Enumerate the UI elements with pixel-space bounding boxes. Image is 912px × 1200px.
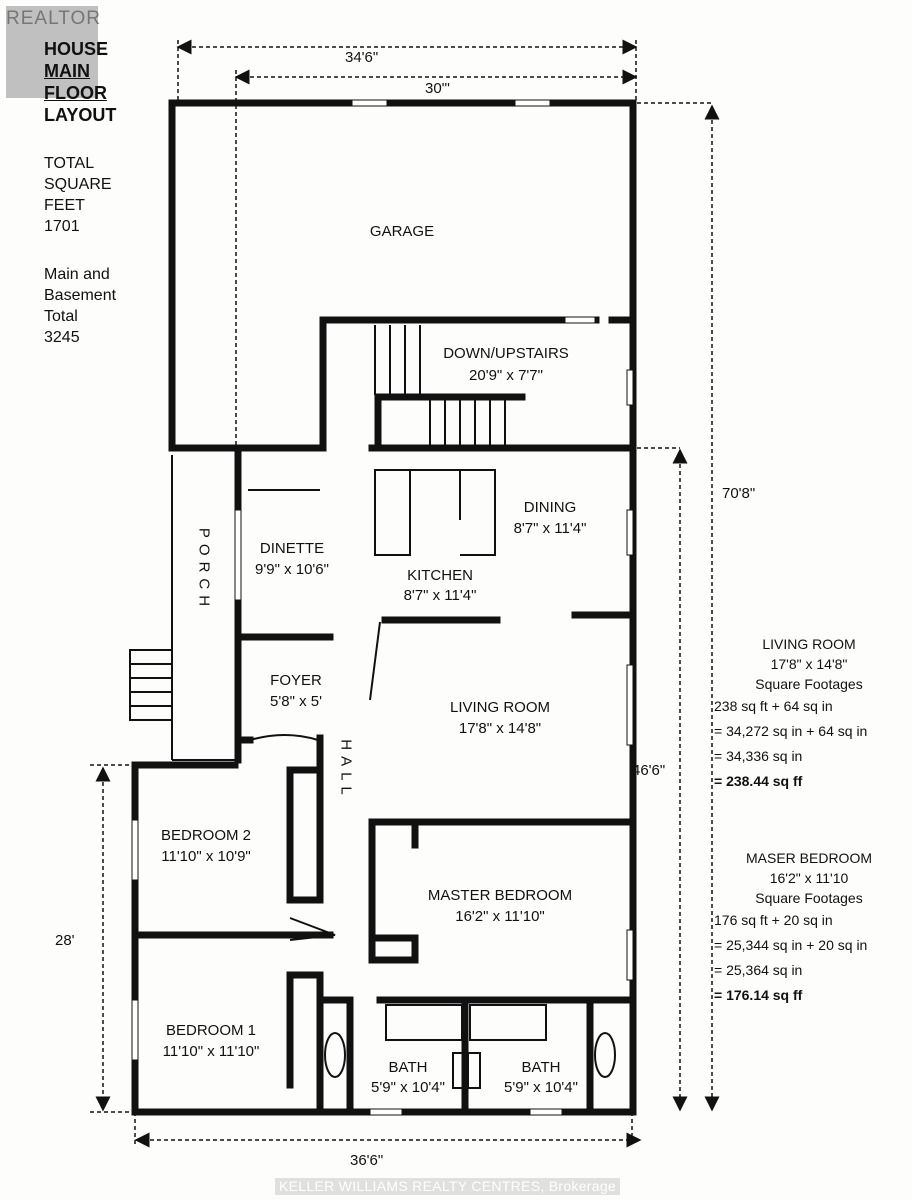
porch-steps: [129, 649, 173, 721]
realtor-logo-text: REALTOR: [6, 8, 101, 29]
room-bedroom-1: BEDROOM 1: [166, 1022, 256, 1039]
room-stairs: DOWN/UPSTAIRS: [443, 345, 569, 362]
room-bedroom-2: BEDROOM 2: [161, 827, 251, 844]
realtor-logo: [6, 6, 98, 98]
dimension-top-outer: 34'6": [345, 49, 378, 66]
room-bath-2-size: 5'9" x 10'4": [504, 1079, 578, 1096]
calc-size: 17'8" x 14'8": [770, 656, 848, 672]
plan-title: HOUSE MAIN FLOOR LAYOUT: [44, 38, 116, 126]
living-room-calculation: LIVING ROOM 17'8" x 14'8" Square Footage…: [714, 634, 904, 794]
calc-line: = 34,272 sq in + 64 sq in: [714, 723, 868, 739]
dimension-labels: 34'6" 30'" 70'8" 46'6" 28' 36'6": [55, 49, 755, 1169]
calc-result: = 176.14 sq ff: [714, 987, 803, 1003]
room-living-size: 17'8" x 14'8": [459, 720, 541, 737]
total-line: FEET: [44, 197, 85, 214]
room-porch: PORCH: [196, 528, 213, 612]
windows: [131, 99, 634, 1116]
room-dining-size: 8'7" x 11'4": [514, 520, 587, 537]
combined-line: Main and: [44, 266, 110, 283]
calc-size: 16'2" x 11'10: [769, 870, 849, 886]
room-labels: GARAGE DOWN/UPSTAIRS 20'9" x 7'7" DINING…: [161, 223, 586, 1096]
room-master-bedroom: MASTER BEDROOM: [428, 887, 572, 904]
title-line: FLOOR: [44, 83, 107, 103]
calc-line: = 34,336 sq in: [714, 748, 803, 764]
calc-label: Square Footages: [755, 676, 863, 692]
dimension-bottom: 36'6": [350, 1152, 383, 1169]
calc-heading: MASER BEDROOM: [745, 850, 872, 866]
room-stairs-size: 20'9" x 7'7": [469, 367, 543, 384]
room-kitchen-size: 8'7" x 11'4": [404, 587, 477, 604]
total-line: 1701: [44, 218, 80, 235]
room-living: LIVING ROOM: [450, 699, 550, 716]
combined-line: Basement: [44, 287, 117, 304]
dimension-top-inner: 30'": [425, 80, 450, 97]
total-line: SQUARE: [44, 176, 112, 193]
room-bedroom-1-size: 11'10" x 11'10": [163, 1043, 260, 1060]
calc-label: Square Footages: [755, 890, 863, 906]
room-kitchen: KITCHEN: [407, 567, 473, 584]
title-line: LAYOUT: [44, 105, 117, 125]
room-master-bedroom-size: 16'2" x 11'10": [455, 908, 545, 925]
combined-line: 3245: [44, 329, 80, 346]
room-dining: DINING: [524, 499, 577, 516]
total-square-feet: TOTAL SQUARE FEET 1701: [44, 153, 112, 237]
room-garage: GARAGE: [370, 223, 434, 240]
room-hall: HALL: [338, 739, 355, 801]
room-foyer: FOYER: [270, 672, 322, 689]
calc-line: 176 sq ft + 20 sq in: [714, 912, 833, 928]
calc-line: = 25,344 sq in + 20 sq in: [714, 937, 868, 953]
room-dinette: DINETTE: [260, 540, 324, 557]
dimension-right-total: 70'8": [722, 485, 755, 502]
dimension-right-house: 46'6": [632, 762, 665, 779]
main-basement-total: Main and Basement Total 3245: [44, 264, 116, 348]
room-bath-1: BATH: [389, 1059, 428, 1076]
calc-line: = 25,364 sq in: [714, 962, 803, 978]
room-dinette-size: 9'9" x 10'6": [255, 561, 329, 578]
fixtures: [129, 325, 616, 1089]
total-line: TOTAL: [44, 155, 95, 172]
dimension-left-bedrooms: 28': [55, 932, 75, 949]
dimension-lines: [90, 39, 720, 1148]
title-line: HOUSE: [44, 39, 109, 59]
calc-result: = 238.44 sq ff: [714, 773, 803, 789]
calc-line: 238 sq ft + 64 sq in: [714, 698, 833, 714]
master-bedroom-calculation: MASER BEDROOM 16'2" x 11'10 Square Foota…: [714, 848, 904, 1008]
room-bath-1-size: 5'9" x 10'4": [371, 1079, 445, 1096]
calc-heading: LIVING ROOM: [762, 636, 856, 652]
room-foyer-size: 5'8" x 5': [270, 693, 322, 710]
title-line: MAIN: [44, 61, 90, 81]
room-bedroom-2-size: 11'10" x 10'9": [161, 848, 251, 865]
combined-line: Total: [44, 308, 78, 325]
brokerage-watermark: KELLER WILLIAMS REALTY CENTRES, Brokerag…: [275, 1178, 621, 1195]
room-bath-2: BATH: [522, 1059, 561, 1076]
